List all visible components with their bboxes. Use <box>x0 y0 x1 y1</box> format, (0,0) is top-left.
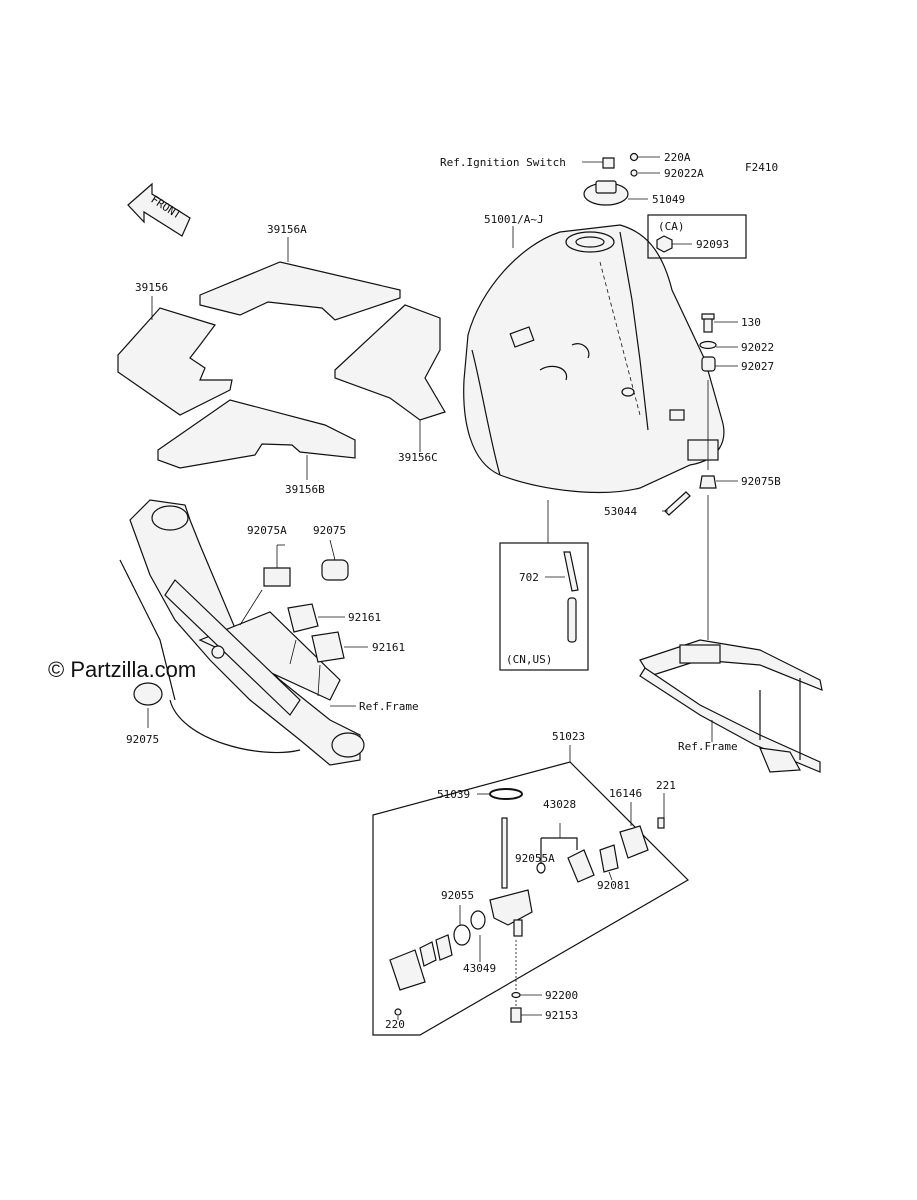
part-92055-label: 92055 <box>441 889 474 902</box>
part-16146-label: 16146 <box>609 787 642 800</box>
fuel-cap-parts <box>582 152 747 259</box>
part-92153-label: 92153 <box>545 1009 578 1022</box>
cn-us-label: (CN,US) <box>506 653 552 666</box>
part-702-label: 702 <box>519 571 539 584</box>
part-220A-label: 220A <box>664 151 691 164</box>
part-51001-label: 51001/A~J <box>484 213 544 226</box>
part-43049-label: 43049 <box>463 962 496 975</box>
part-39156-label: 39156 <box>135 281 168 294</box>
part-53044-label: 53044 <box>604 505 637 518</box>
left-frame <box>119 499 365 766</box>
hose-702-box <box>499 500 589 671</box>
part-130-label: 130 <box>741 316 761 329</box>
part-92093-label: 92093 <box>696 238 729 251</box>
part-92027-label: 92027 <box>741 360 774 373</box>
ca-box <box>647 214 747 259</box>
mount-bolts <box>662 313 738 640</box>
pad-39156A <box>199 261 401 321</box>
dampers <box>133 539 368 728</box>
part-51039-label: 51039 <box>437 788 470 801</box>
part-92075B-label: 92075B <box>741 475 781 488</box>
part-39156C-label: 39156C <box>398 451 438 464</box>
part-51049-label: 51049 <box>652 193 685 206</box>
part-92161-a-label: 92161 <box>348 611 381 624</box>
part-92022-label: 92022 <box>741 341 774 354</box>
pad-39156 <box>117 307 233 416</box>
seat-pads-group <box>117 237 446 480</box>
right-frame <box>639 639 823 773</box>
front-arrow: FRONT <box>127 182 191 237</box>
part-92075-top-label: 92075 <box>313 524 346 537</box>
ref-frame-right-label: Ref.Frame <box>678 740 738 753</box>
copyright-watermark: © Partzilla.com <box>48 657 196 682</box>
part-92055A-label: 92055A <box>515 852 555 865</box>
part-92200-label: 92200 <box>545 989 578 1002</box>
part-92022A-label: 92022A <box>664 167 704 180</box>
part-92075-bottom-label: 92075 <box>126 733 159 746</box>
fuel-tank <box>463 224 725 494</box>
part-221-label: 221 <box>656 779 676 792</box>
part-43028-label: 43028 <box>543 798 576 811</box>
part-92075A-label: 92075A <box>247 524 287 537</box>
part-92081-label: 92081 <box>597 879 630 892</box>
ref-frame-left-label: Ref.Frame <box>359 700 419 713</box>
figure-code: F2410 <box>745 161 778 174</box>
part-39156A-label: 39156A <box>267 223 307 236</box>
pad-39156C <box>334 304 446 421</box>
part-51023-label: 51023 <box>552 730 585 743</box>
fuel-cock-assembly <box>372 745 689 1036</box>
part-92161-b-label: 92161 <box>372 641 405 654</box>
ca-label: (CA) <box>658 220 685 233</box>
part-39156B-label: 39156B <box>285 483 325 496</box>
pad-39156B <box>157 399 356 469</box>
ref-ignition-switch-label: Ref.Ignition Switch <box>440 156 566 169</box>
part-220-label: 220 <box>385 1018 405 1031</box>
